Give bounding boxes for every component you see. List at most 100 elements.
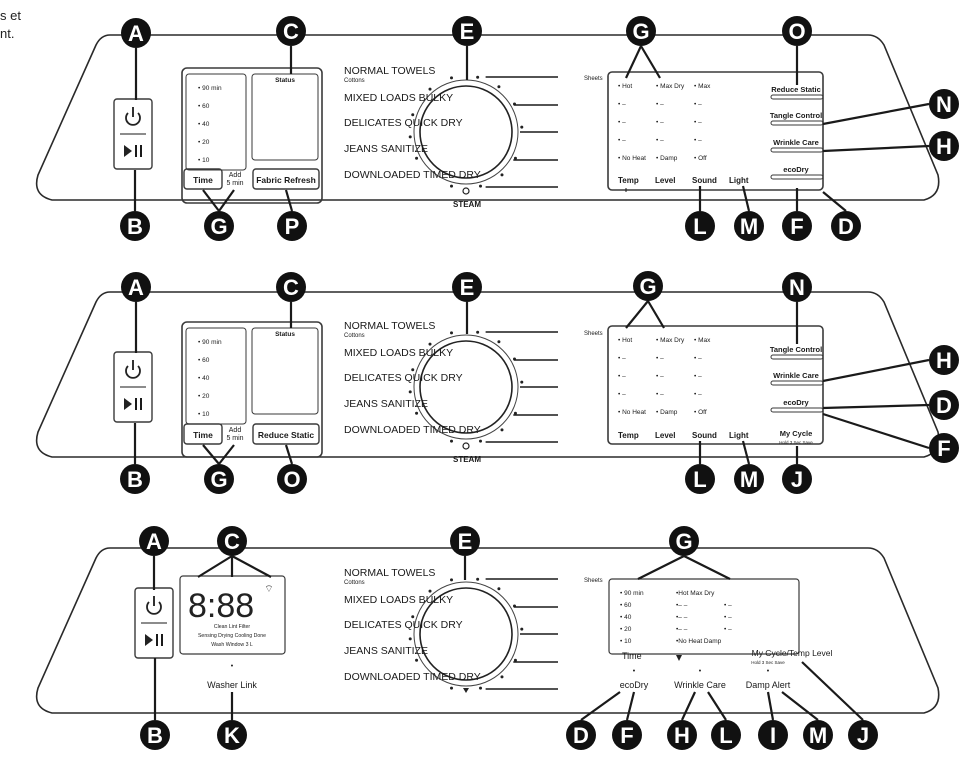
panel-2-dial-ring	[413, 334, 519, 440]
panel-3-bottom-opt-dot: •	[767, 668, 770, 675]
panel-3-grid-mid: •– –	[676, 602, 688, 609]
panel-1-timer-row: • 10	[198, 157, 210, 164]
panel-2-opt-label: Tangle Control	[770, 345, 822, 354]
panel-1-power-box-power-icon	[125, 112, 141, 126]
panel-3-grid-mid: •Hot Max Dry	[676, 590, 715, 597]
panel-2-dial-dot	[450, 439, 454, 443]
panel-2-cycle-sublabel: Cottons	[344, 333, 365, 339]
panel-3-dial-dot	[497, 587, 501, 591]
panel-1-lead-N	[822, 102, 930, 126]
panel-2-power-box-play-pause-icon	[124, 398, 132, 410]
panel-1-callout-N: N	[936, 92, 952, 117]
panel-1-steam-label: STEAM	[453, 200, 481, 209]
panel-2-callout-E-circle	[452, 272, 482, 302]
panel-1-callout-G-bottom: G	[210, 214, 227, 239]
panel-3-dial-dot	[415, 658, 419, 662]
panel-1-callout-A: A	[128, 21, 144, 46]
panel-3-callout-I-circle	[758, 720, 788, 750]
panel-2-dial-dot	[415, 411, 419, 415]
panel-2-timer-row: • 10	[198, 411, 210, 418]
panel-3-washer-link-dot: •	[231, 663, 234, 670]
panel-3-callout-K: K	[224, 723, 240, 748]
panel-2-callout-N-circle	[782, 272, 812, 302]
panel-3-callout-I: I	[770, 723, 776, 748]
panel-2-callout-F-circle	[929, 433, 959, 463]
panel-1-opt-label: Wrinkle Care	[773, 138, 819, 147]
panel-2-grid-cell: • Off	[694, 409, 707, 416]
panel-2-steam-label: STEAM	[453, 455, 481, 464]
panel-3-grid-mid: •No Heat Damp	[676, 638, 722, 645]
panel-2-dial-dot	[478, 439, 482, 443]
panel-1-dial-dot	[428, 87, 432, 91]
panel-1-dial-dot	[450, 184, 454, 188]
panel-3-callout-E: E	[458, 529, 473, 554]
panel-3-callout-E-circle	[450, 526, 480, 556]
panel-1-cycle-label: DOWNLOADED TIMED DRY	[344, 169, 481, 181]
panel-3-callout-M-circle	[803, 720, 833, 750]
panel-2-sheets-label: Sheets	[584, 331, 603, 337]
panel-2-cycle-label: DELICATES QUICK DRY	[344, 372, 463, 384]
panel-3-dial-inner	[419, 587, 513, 681]
panel-2-steam-icon	[462, 442, 470, 450]
panel-3-grid-left: • 20	[620, 626, 632, 633]
panel-1-callout-D-circle	[831, 211, 861, 241]
panel-2-power-box-power-icon	[125, 365, 141, 379]
panel-1-fabric-refresh-label: Fabric Refresh	[256, 175, 316, 185]
panel-1-callout-F: F	[790, 214, 803, 239]
panel-3-cycle-label: DOWNLOADED TIMED DRY	[344, 671, 481, 683]
panel-1-opt-button	[770, 147, 824, 153]
panel-1-opt-label: Reduce Static	[771, 85, 821, 94]
panel-1-grid-cell: • –	[618, 119, 626, 126]
panel-1-timer-row: • 20	[198, 139, 210, 146]
panel-2-callout-L-circle	[685, 464, 715, 494]
panel-2-cycle-label: NORMAL TOWELS	[344, 320, 435, 332]
panel-2-status-window	[251, 327, 319, 415]
panel-1-callout-E: E	[460, 19, 475, 44]
panel-2-timer-row: • 20	[198, 393, 210, 400]
panel-1-timer-col	[185, 73, 247, 171]
panel-3-grid-right: • –	[724, 626, 732, 633]
panel-2-mycycle-label: My Cycle	[780, 429, 813, 438]
panel-2-grid-cell: • Damp	[656, 409, 678, 416]
panel-3-dial-dot	[513, 658, 517, 662]
panel-3-bottom-opt-label: ecoDry	[620, 680, 649, 690]
panel-1-opt-button	[770, 174, 824, 180]
panel-1-dial-dot	[415, 156, 419, 160]
panel-1-lead-G2	[640, 45, 661, 79]
panel-2-add-5min-label: 5 min	[226, 435, 243, 442]
panel-1-lead-P	[284, 189, 294, 212]
panel-2-grid-cell: • –	[656, 391, 664, 398]
corner-text-2: nt.	[0, 26, 15, 41]
panel-1-time-button	[183, 168, 223, 190]
panel-1-grid-cell: • –	[694, 101, 702, 108]
panel-3-bottom-opt-dot: •	[699, 668, 702, 675]
panel-3-grid-right: • –	[724, 602, 732, 609]
panel-3-grid-left: • 90 min	[620, 590, 644, 597]
panel-1-callout-C-circle	[276, 16, 306, 46]
panel-2-bottom-label: Level	[655, 431, 675, 440]
panel-2-callout-A: A	[128, 275, 144, 300]
panel-2-lead-D	[822, 403, 930, 410]
panel-2-options-panel	[607, 325, 824, 445]
panel-1-power-box	[113, 98, 153, 170]
panel-1-add-label: Add	[229, 172, 242, 179]
panel-1-status-window	[251, 73, 319, 161]
panel-1-bottom-label: Temp	[618, 176, 639, 185]
panel-1-dial-dot	[411, 113, 415, 117]
panel-1-callout-B: B	[127, 214, 143, 239]
panel-2-power-box	[113, 351, 153, 423]
panel-1-callout-G-bottom-circle	[204, 211, 234, 241]
panel-1-callout-O-circle	[782, 16, 812, 46]
panel-2-grid-cell: • –	[694, 373, 702, 380]
panel-3-power-box-power-icon	[146, 601, 162, 615]
panel-1-sheets-label: Sheets	[584, 76, 603, 82]
panel-2-callout-G-top-circle	[633, 271, 663, 301]
panel-2-mycycle-sublabel: Hold 3 Sec Save	[779, 440, 813, 445]
panel-2-lead-G4	[218, 444, 235, 465]
panel-2-dial-dot	[500, 428, 504, 432]
panel-2-dial-dot	[497, 340, 501, 344]
panel-2-lead-F	[822, 412, 930, 450]
panel-1-grid-cell: • No Heat	[618, 155, 646, 162]
panel-2-time-button	[183, 423, 223, 445]
panel-3-callout-G-circle	[669, 526, 699, 556]
